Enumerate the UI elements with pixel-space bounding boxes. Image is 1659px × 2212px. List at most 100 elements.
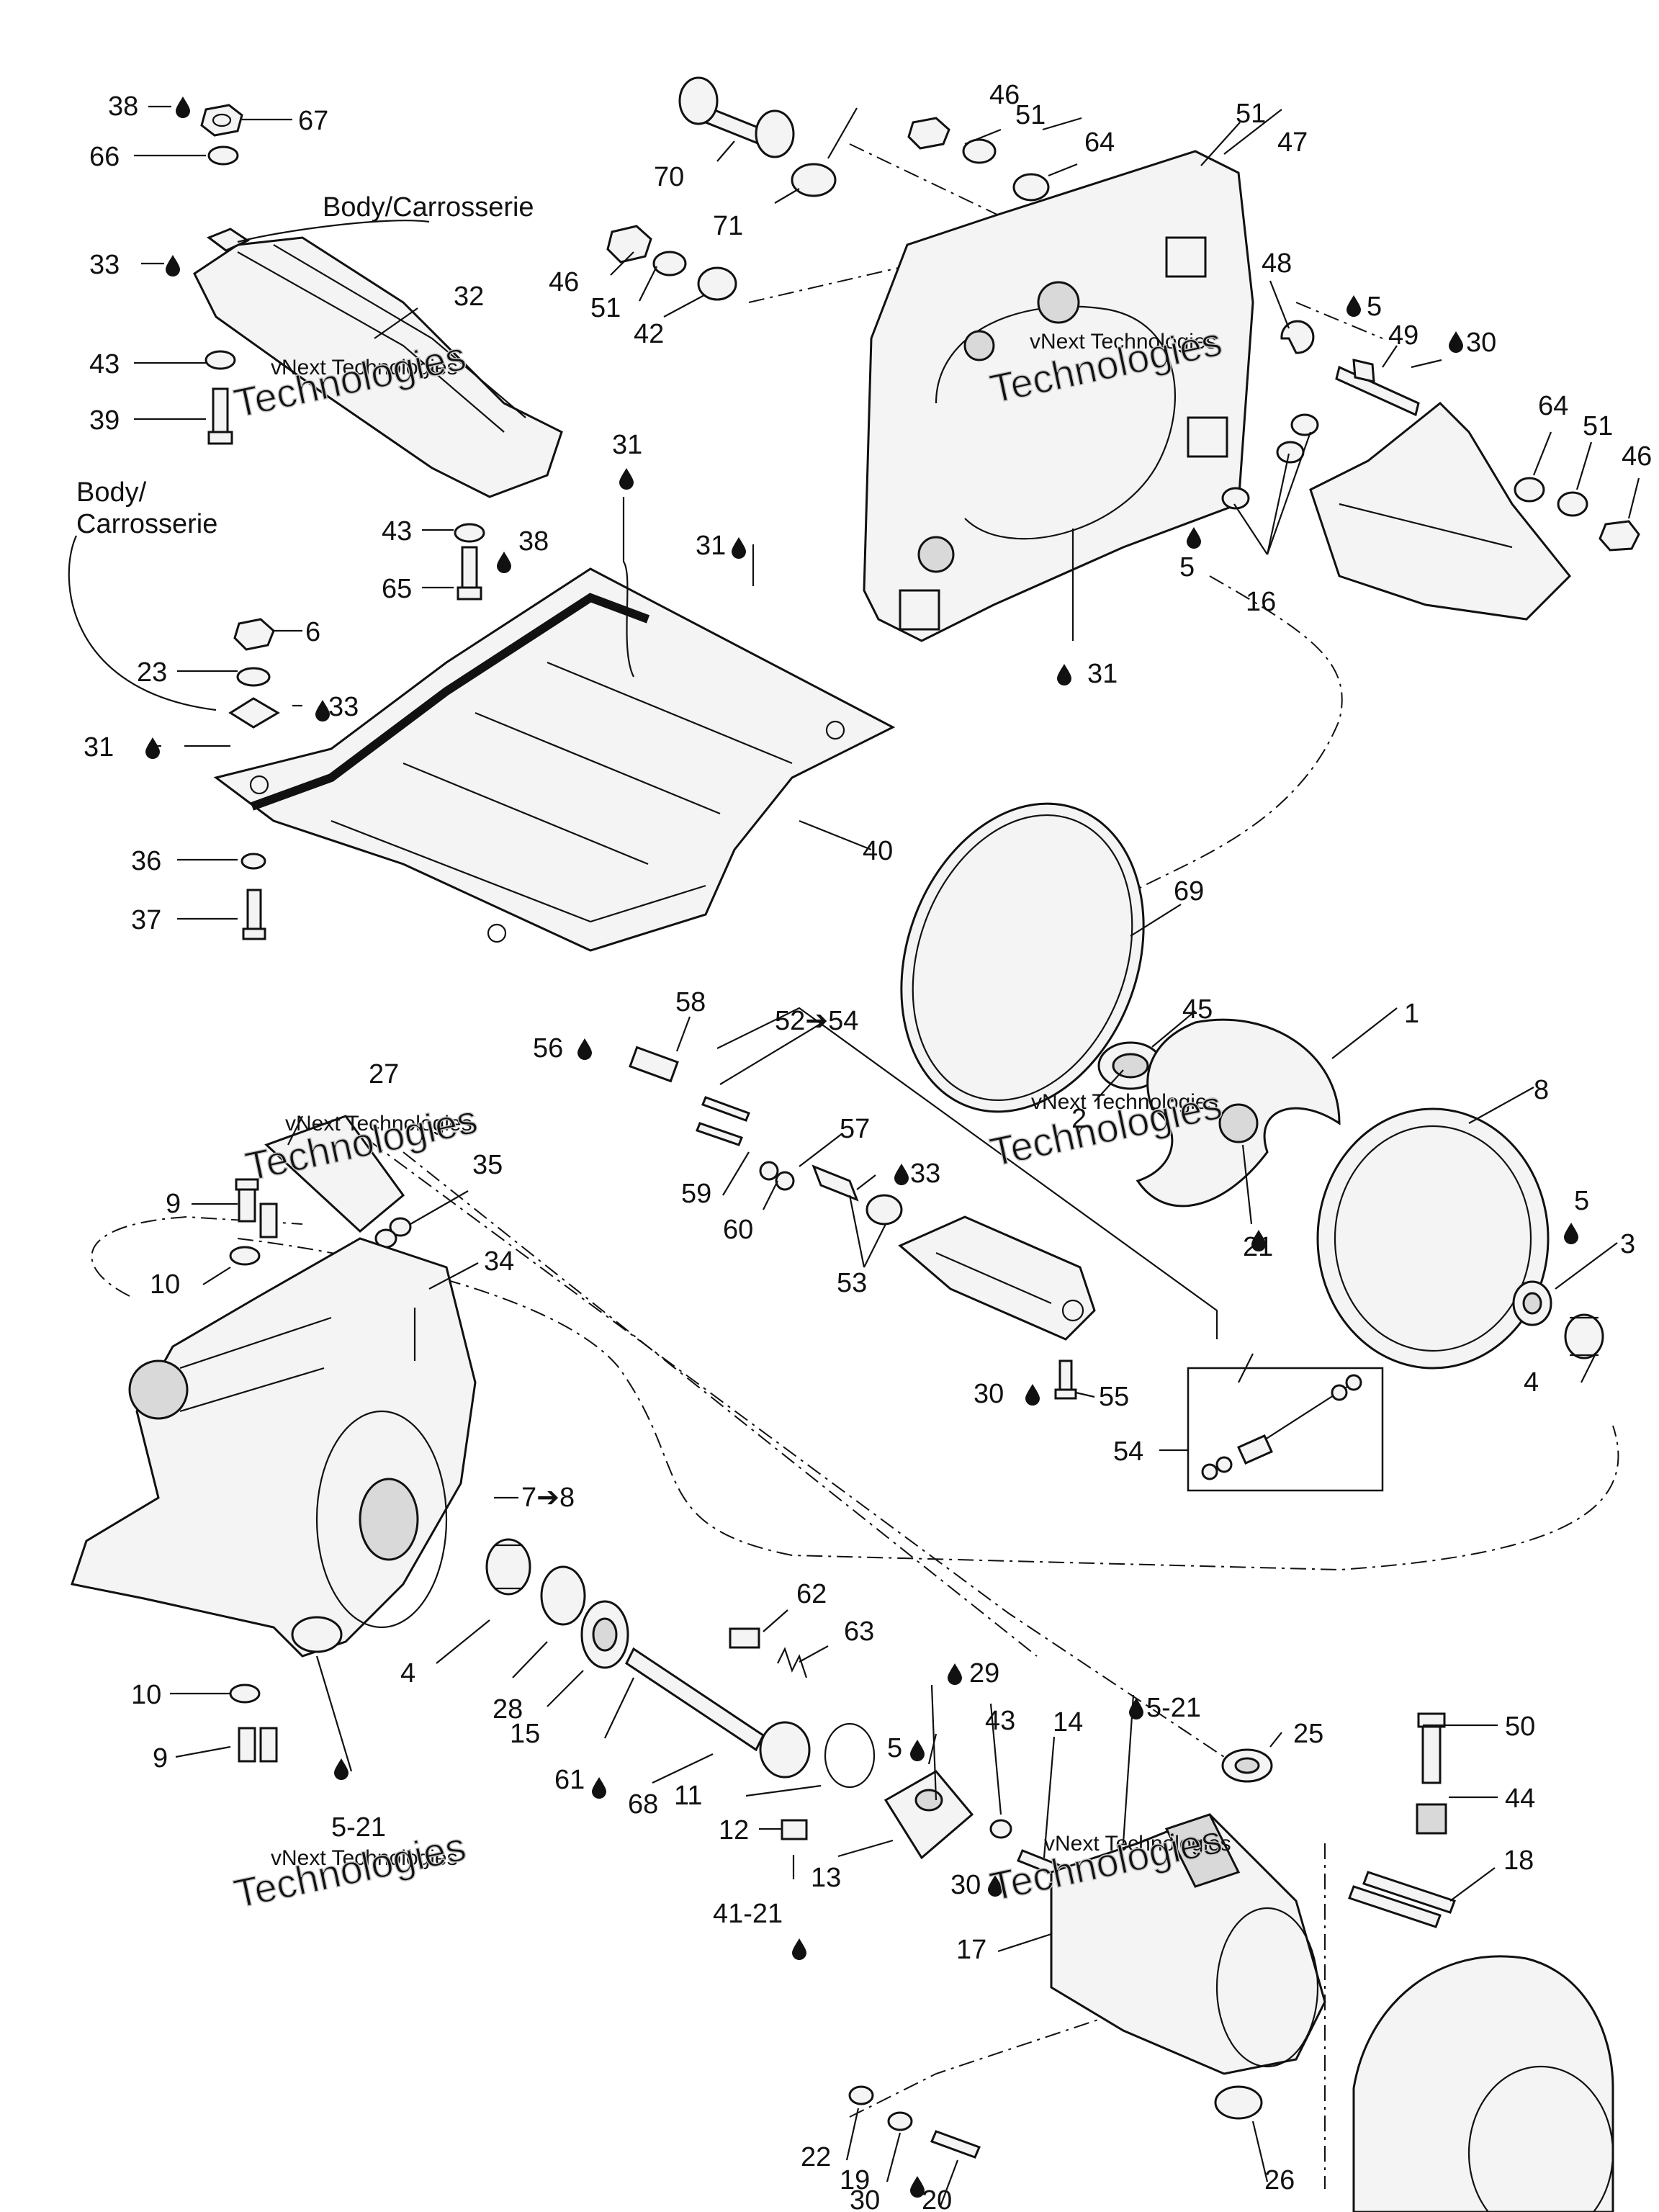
part-label: 5 <box>1367 292 1382 322</box>
seal-15 <box>580 1600 629 1669</box>
washer-42 <box>697 266 737 301</box>
sleeve-25 <box>1221 1748 1273 1783</box>
bracket-32 <box>193 228 563 498</box>
skid-plate-40 <box>213 567 896 952</box>
washer-36 <box>240 853 266 870</box>
screw-37 <box>242 889 266 940</box>
part-label: 51 <box>1236 99 1266 129</box>
part-label: 21 <box>1243 1232 1273 1262</box>
part-label: 55 <box>1099 1382 1129 1412</box>
part-label: 51 <box>1015 100 1046 130</box>
pump-housing-7 <box>71 1237 477 1658</box>
svg-text:vNext Technologies: vNext Technologies <box>1031 1090 1218 1114</box>
part-label: 2 <box>1071 1104 1087 1134</box>
part-label: 60 <box>723 1215 753 1245</box>
impeller-1 <box>1136 1018 1341 1208</box>
wear-ring-8 <box>1316 1107 1550 1370</box>
part-label: 68 <box>628 1789 658 1820</box>
part-label: 57 <box>840 1114 870 1144</box>
part-label: 26 <box>1264 2165 1295 2195</box>
svg-text:vNext Technologies: vNext Technologies <box>285 1112 472 1136</box>
washer-43c <box>989 1819 1012 1839</box>
part-label: 58 <box>675 987 706 1017</box>
notes: Body/Carrosserie Body/ Carrosserie <box>76 192 534 539</box>
part-label: 42 <box>634 319 664 349</box>
part-label: 36 <box>131 846 161 876</box>
nut-46c <box>1599 520 1640 552</box>
part-label: 4 <box>400 1658 415 1689</box>
washer-43a <box>204 350 236 370</box>
screws-9-bottom <box>238 1727 278 1763</box>
svg-text:vNext Technologies: vNext Technologies <box>271 356 458 379</box>
part-label: 10 <box>131 1680 161 1710</box>
tube-27 <box>264 1115 405 1233</box>
part-label: 15 <box>510 1719 540 1749</box>
part-label: 43 <box>382 516 412 547</box>
cone-13 <box>884 1770 974 1860</box>
part-label: 5 <box>887 1733 902 1763</box>
part-label: 45 <box>1182 994 1213 1025</box>
svg-text:vNext Technologies: vNext Technologies <box>1044 1832 1231 1856</box>
part-label: 33 <box>328 692 359 722</box>
part-label: 16 <box>1246 587 1276 617</box>
part-label: 20 <box>922 2185 952 2212</box>
part-label: 30 <box>974 1379 1004 1409</box>
part-label: 4 <box>1524 1367 1539 1398</box>
washer-43b <box>454 523 485 543</box>
part-label: 69 <box>1174 876 1204 907</box>
part-label: 19 <box>840 2165 870 2195</box>
bracket-52 <box>898 1215 1096 1341</box>
part-label: 54 <box>1113 1437 1143 1467</box>
part-label: 30 <box>950 1870 981 1900</box>
part-label: 5-21 <box>1146 1693 1201 1723</box>
part-label: 5 <box>1574 1186 1589 1216</box>
nozzle-right <box>1352 1955 1614 2212</box>
part-label: 47 <box>1277 127 1308 158</box>
plug-62 <box>729 1627 760 1649</box>
bearing-4b <box>485 1538 531 1596</box>
bearing-4a <box>1564 1313 1604 1359</box>
part-label: 53 <box>837 1268 867 1298</box>
part-label: 31 <box>84 732 114 763</box>
screws-9-top <box>235 1178 278 1238</box>
svg-text:vNext Technologies: vNext Technologies <box>1030 330 1217 354</box>
part-label: 43 <box>89 349 120 379</box>
part-label: 14 <box>1053 1707 1083 1737</box>
detail-box-54 <box>1187 1367 1384 1492</box>
part-label: 9 <box>153 1743 168 1773</box>
part-label: 64 <box>1084 127 1115 158</box>
part-label: 33 <box>910 1159 940 1189</box>
part-label: 31 <box>696 531 726 561</box>
part-label: 51 <box>1583 411 1613 441</box>
part-label: 44 <box>1505 1784 1535 1814</box>
part-label: 46 <box>549 267 579 297</box>
hex-nut-6 <box>233 618 275 651</box>
pins-18 <box>1348 1871 1456 1928</box>
part-label: 35 <box>472 1150 503 1180</box>
fitting-58 <box>629 1046 679 1083</box>
note-body-left-line1: Body/ <box>76 477 147 508</box>
fitting-53 <box>811 1164 903 1226</box>
part-label: 67 <box>298 106 328 136</box>
venturi-17 <box>1050 1813 1326 2075</box>
washer-23 <box>236 667 271 687</box>
part-label: 65 <box>382 574 412 604</box>
part-label: 39 <box>89 405 120 436</box>
part-label: 32 <box>454 282 484 312</box>
engine-mount-background <box>1309 401 1572 621</box>
part-label: 27 <box>369 1059 399 1089</box>
part-label: 48 <box>1262 248 1292 279</box>
part-label: 46 <box>1622 441 1652 472</box>
part-label: 6 <box>305 617 320 647</box>
bushing-26 <box>1214 2085 1263 2120</box>
clip-48 <box>1280 320 1315 354</box>
screw-65 <box>457 546 482 601</box>
part-label: 40 <box>863 836 893 866</box>
part-label: 22 <box>801 2142 831 2172</box>
part-label: 9 <box>166 1189 181 1219</box>
part-label: 23 <box>137 657 167 688</box>
washer-51b <box>652 251 687 276</box>
part-label: 8 <box>1534 1075 1549 1105</box>
part-label: 5 <box>1179 552 1195 583</box>
